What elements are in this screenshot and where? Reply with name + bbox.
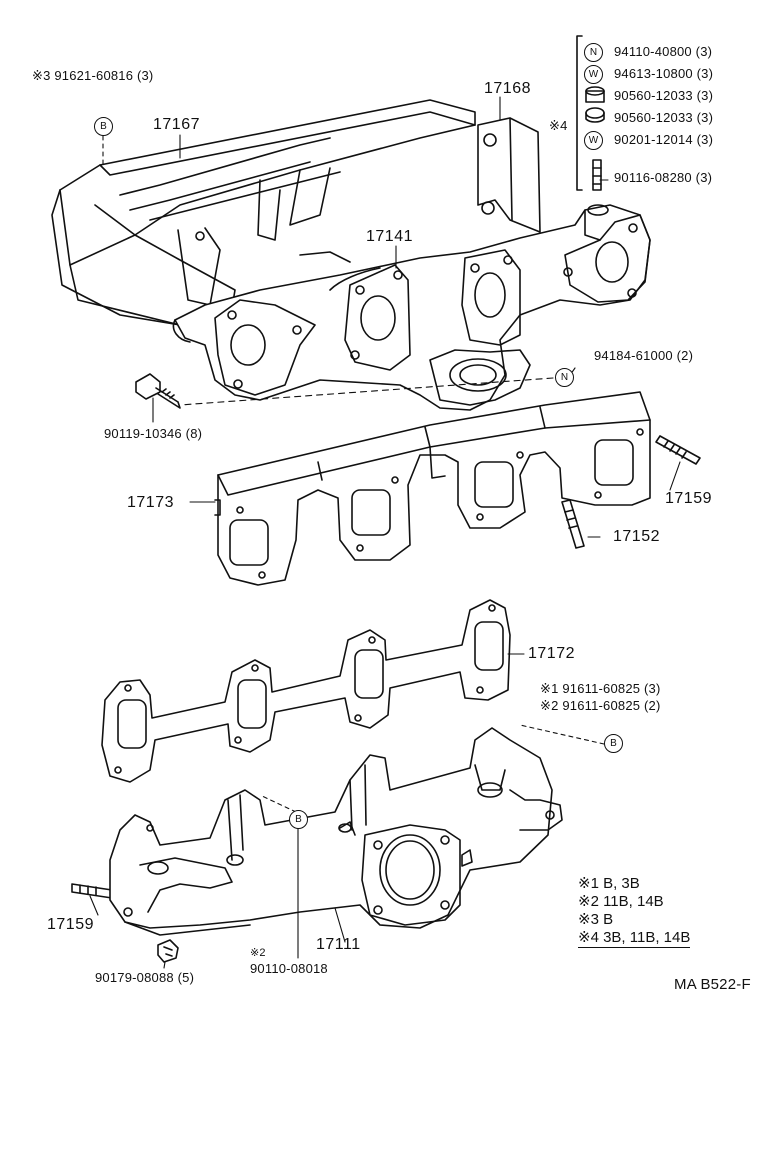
note-1: ※1 B, 3B [578,875,640,892]
note-4: ※4 3B, 11B, 14B [578,929,691,948]
heat-insulator-drawing [51,99,476,326]
part-17141-label: 17141 [366,228,413,245]
symbol-n-mid: N [555,368,574,387]
fastener-90201-label: 90201-12014 (3) [614,132,714,147]
part-17111-label: 17111 [316,936,361,953]
fastener-94110-label: 94110-40800 (3) [614,44,713,59]
part-17172-label: 17172 [528,645,575,662]
part-17159-left-label: 17159 [47,916,94,933]
stud-drawings [71,159,701,963]
symbol-w-2: W [584,131,603,150]
group-4-mark: ※4 [549,118,568,133]
part-17167-label: 17167 [153,116,200,133]
exhaust-manifold-drawing [172,204,651,411]
washer-stack-drawing [585,86,605,123]
fastener-90110-mark: ※2 [250,947,266,959]
fastener-90119-label: 90119-10346 (8) [104,426,203,441]
gasket-drawing [101,599,511,783]
fastener-90560a-label: 90560-12033 (3) [614,88,714,103]
fastener-90560b-label: 90560-12033 (3) [614,110,714,125]
symbol-n-top: N [584,43,603,62]
fastener-94184-label: 94184-61000 (2) [594,348,694,363]
symbol-b-center: B [289,810,308,829]
part-17173-label: 17173 [127,494,174,511]
note-3: ※3 B [578,911,614,928]
fastener-91611a-label: ※1 91611-60825 (3) [540,681,661,696]
note-2: ※2 11B, 14B [578,893,664,910]
symbol-w-1: W [584,65,603,84]
part-17159-right-label: 17159 [665,490,712,507]
fastener-91621-label: ※3 91621-60816 (3) [32,68,154,83]
symbol-b-top: B [94,117,113,136]
intake-manifold-drawing [109,727,563,936]
bracket-drawing [477,117,541,233]
fastener-90110-label: 90110-08018 [250,961,328,976]
part-17152-label: 17152 [613,528,660,545]
fastener-91611b-label: ※2 91611-60825 (2) [540,698,661,713]
diagram-code: MA B522-F [674,976,751,993]
lower-insulator-drawing [214,391,651,586]
group-bracket [576,35,583,191]
fastener-90116-label: 90116-08280 (3) [614,170,713,185]
fastener-94613-label: 94613-10800 (3) [614,66,714,81]
fastener-90179-label: 90179-08088 (5) [95,970,195,985]
symbol-b-right: B [604,734,623,753]
bolt-drawing [135,373,181,409]
part-17168-label: 17168 [484,80,531,97]
